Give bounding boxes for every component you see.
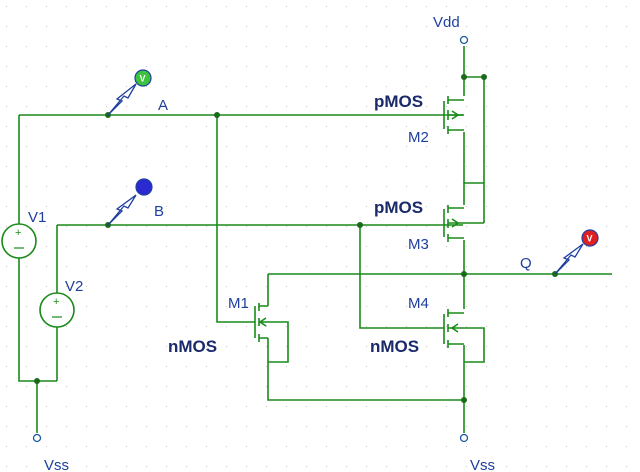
- m1-label: M1: [228, 295, 249, 312]
- probe-a[interactable]: V: [107, 69, 152, 116]
- probe-b[interactable]: [107, 178, 153, 226]
- vss-left-label: Vss: [44, 457, 69, 472]
- v2-plus-sign: +: [53, 296, 59, 308]
- nmos-right-label: nMOS: [370, 337, 419, 356]
- voltage-source-v2[interactable]: +: [39, 292, 75, 328]
- vss-right-terminal[interactable]: [459, 433, 469, 443]
- node-b-label: B: [154, 203, 164, 220]
- m4-label: M4: [408, 295, 429, 312]
- nmos-left-label: nMOS: [168, 337, 217, 356]
- transistor-m2: [443, 96, 464, 134]
- node-a-label: A: [158, 97, 168, 114]
- pmos-top-label: pMOS: [374, 92, 423, 111]
- v2-label: V2: [65, 278, 83, 295]
- v1-label: V1: [28, 209, 46, 226]
- probe-q[interactable]: V: [554, 229, 599, 275]
- wires: [18, 46, 612, 433]
- voltage-source-v1[interactable]: +: [1, 223, 37, 259]
- node-q-label: Q: [520, 255, 532, 272]
- probe-q-letter: V: [587, 234, 593, 244]
- m2-label: M2: [408, 129, 429, 146]
- v1-plus-sign: +: [15, 227, 21, 239]
- vdd-terminal[interactable]: [459, 35, 469, 45]
- vss-right-label: Vss: [470, 457, 495, 472]
- transistor-m4: [443, 309, 464, 348]
- vss-left-terminal[interactable]: [32, 433, 42, 443]
- vdd-label: Vdd: [433, 14, 460, 31]
- m3-label: M3: [408, 236, 429, 253]
- pmos-mid-label: pMOS: [374, 198, 423, 217]
- probe-a-letter: V: [140, 74, 146, 84]
- transistor-m3: [443, 205, 464, 242]
- transistor-m1: [254, 303, 269, 342]
